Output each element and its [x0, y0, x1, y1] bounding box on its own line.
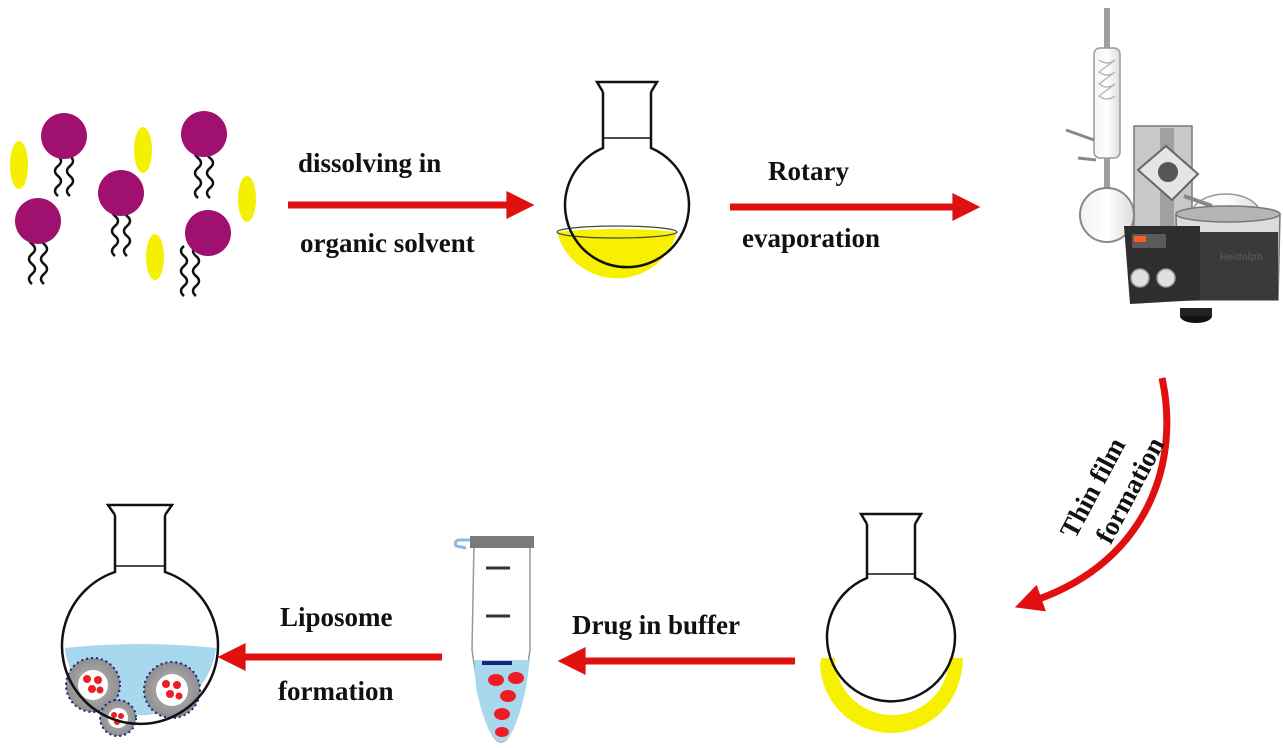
label-dissolving-line2: organic solvent — [300, 228, 475, 258]
drug-molecule — [495, 727, 509, 737]
flask-thin-film — [820, 512, 963, 733]
lipid-mixture — [10, 111, 256, 297]
label-drug-buffer: Drug in buffer — [572, 610, 740, 640]
rotary-evaporator: Heidolph — [1065, 8, 1281, 323]
microtube-drug-buffer — [454, 536, 534, 743]
cholesterol-molecule — [238, 176, 256, 222]
cholesterol-molecule — [10, 141, 28, 189]
evaporator-brand: Heidolph — [1220, 252, 1263, 263]
drug-molecule — [494, 708, 510, 720]
phospholipid — [98, 170, 144, 257]
label-rotary-line2: evaporation — [742, 223, 880, 253]
label-dissolving-line1: dissolving in — [298, 148, 441, 178]
drug-molecule — [508, 672, 524, 684]
phospholipid — [181, 111, 227, 199]
label-rotary-line1: Rotary — [768, 156, 849, 186]
flask-lipid-solution — [556, 80, 691, 279]
liposome — [65, 657, 121, 713]
phospholipid — [15, 198, 61, 285]
drug-molecule — [500, 690, 516, 702]
drug-molecule — [488, 674, 504, 686]
label-liposome-line1: Liposome — [280, 602, 393, 632]
cholesterol-molecule — [134, 127, 152, 173]
flask-liposomes — [60, 503, 220, 737]
cholesterol-molecule — [146, 234, 164, 280]
label-liposome-line2: formation — [278, 676, 393, 706]
phospholipid — [41, 113, 87, 197]
liposome — [143, 661, 201, 719]
phospholipid — [179, 210, 231, 297]
arrow-thin-film — [1014, 377, 1171, 612]
liposome — [99, 699, 137, 737]
